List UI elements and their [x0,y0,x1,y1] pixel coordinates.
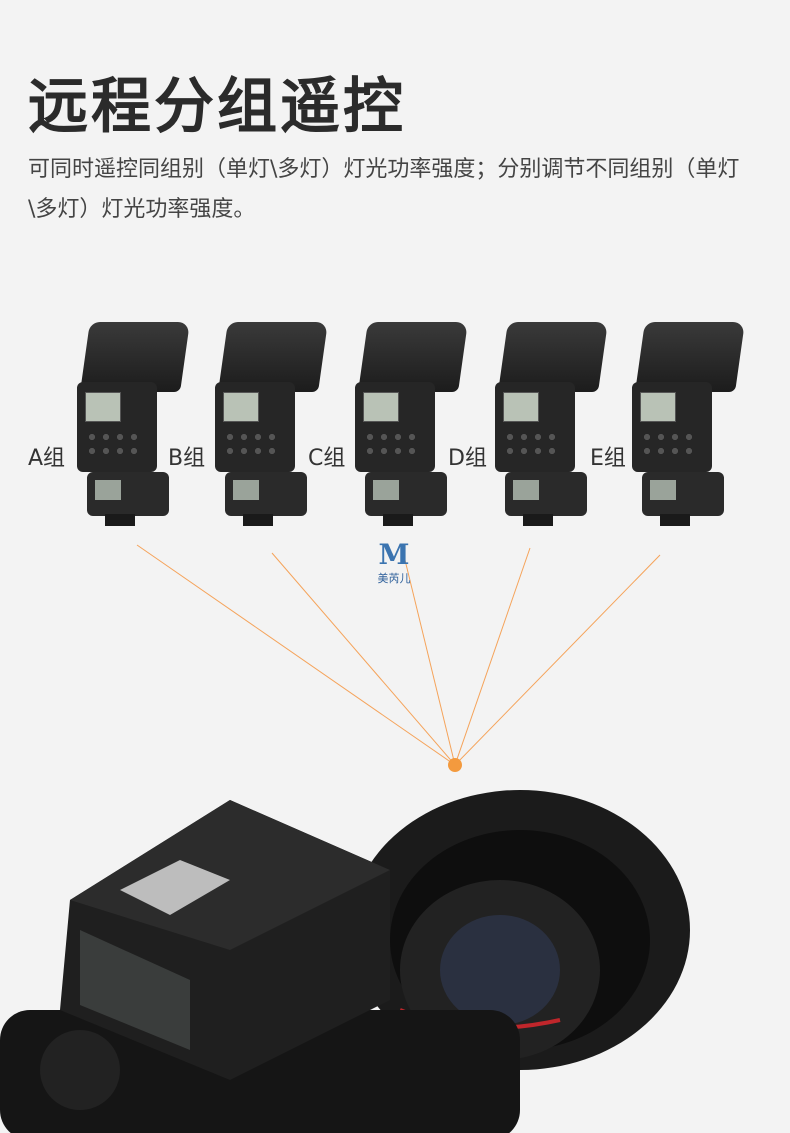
flash-unit-a [75,322,195,532]
hot-shoe [120,860,230,915]
ray-c [404,559,456,766]
group-label-b: B组 [168,446,206,471]
description: 可同时遥控同组别（单灯\多灯）灯光功率强度；分别调节不同组别（单灯\多灯）灯光功… [28,157,740,222]
group-label-d: D组 [448,446,487,471]
flash-unit-e [630,322,750,532]
flash-unit-b [213,322,333,532]
ray-a [136,544,456,766]
group-label-c: C组 [308,446,346,471]
camera-with-transmitter [0,790,690,1133]
flash-unit-c [353,322,473,532]
ray-b [271,552,456,766]
camera-body [0,1010,520,1133]
trigger-dot [448,758,462,772]
page-title: 远程分组遥控 [28,72,406,142]
group-label-e: E组 [590,446,626,471]
transmitter-screen [80,930,190,1050]
ray-d [454,547,531,766]
group-label-a: A组 [28,446,66,471]
ray-e [454,554,661,766]
mode-dial [40,1030,120,1110]
flash-unit-d [493,322,613,532]
